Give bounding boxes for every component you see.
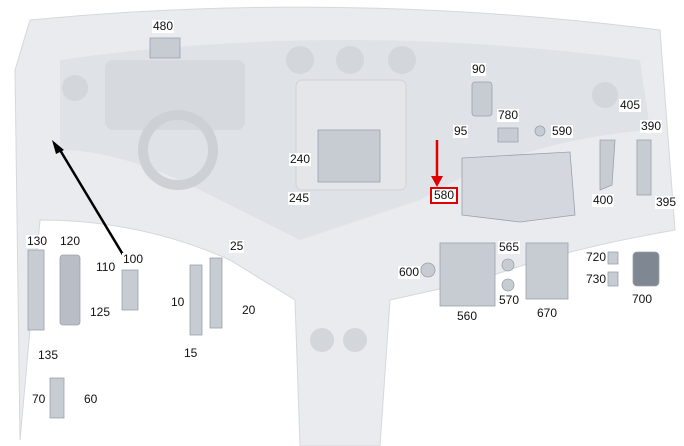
- part-label-90: 90: [471, 62, 487, 76]
- part-label-130: 130: [26, 234, 49, 248]
- part-label-580-highlighted: 580: [430, 187, 459, 204]
- part-label-395: 395: [655, 195, 678, 209]
- part-label-135: 135: [37, 348, 60, 362]
- part-label-560: 560: [456, 309, 479, 323]
- part-label-400: 400: [592, 193, 615, 207]
- part-label-20: 20: [241, 303, 257, 317]
- part-label-125: 125: [89, 305, 112, 319]
- part-label-100: 100: [122, 252, 145, 266]
- part-label-10: 10: [170, 295, 186, 309]
- part-label-390: 390: [640, 119, 663, 133]
- part-label-15: 15: [183, 346, 199, 360]
- arrow-head-100-icon: [52, 140, 64, 154]
- part-label-590: 590: [551, 124, 574, 138]
- part-label-570: 570: [498, 293, 521, 307]
- arrow-line-100: [58, 149, 127, 259]
- part-label-730: 730: [585, 272, 608, 286]
- part-shapes: [27, 37, 660, 419]
- part-label-600: 600: [398, 265, 421, 279]
- display-screen: [105, 60, 245, 130]
- part-label-70: 70: [31, 392, 47, 406]
- part-label-565: 565: [498, 240, 521, 254]
- steering-wheel: [138, 110, 218, 190]
- part-label-25: 25: [229, 239, 245, 253]
- part-label-240: 240: [289, 152, 312, 166]
- part-label-60: 60: [83, 392, 99, 406]
- part-label-120: 120: [59, 234, 82, 248]
- part-label-245: 245: [288, 191, 311, 205]
- part-label-720: 720: [585, 250, 608, 264]
- part-label-670: 670: [536, 306, 559, 320]
- part-label-95: 95: [453, 124, 469, 138]
- part-label-405: 405: [619, 98, 642, 112]
- part-label-110: 110: [95, 260, 117, 274]
- red-arrow-head-icon: [431, 176, 443, 187]
- part-label-480: 480: [152, 19, 175, 33]
- part-label-700: 700: [631, 292, 654, 306]
- part-label-780: 780: [497, 108, 520, 122]
